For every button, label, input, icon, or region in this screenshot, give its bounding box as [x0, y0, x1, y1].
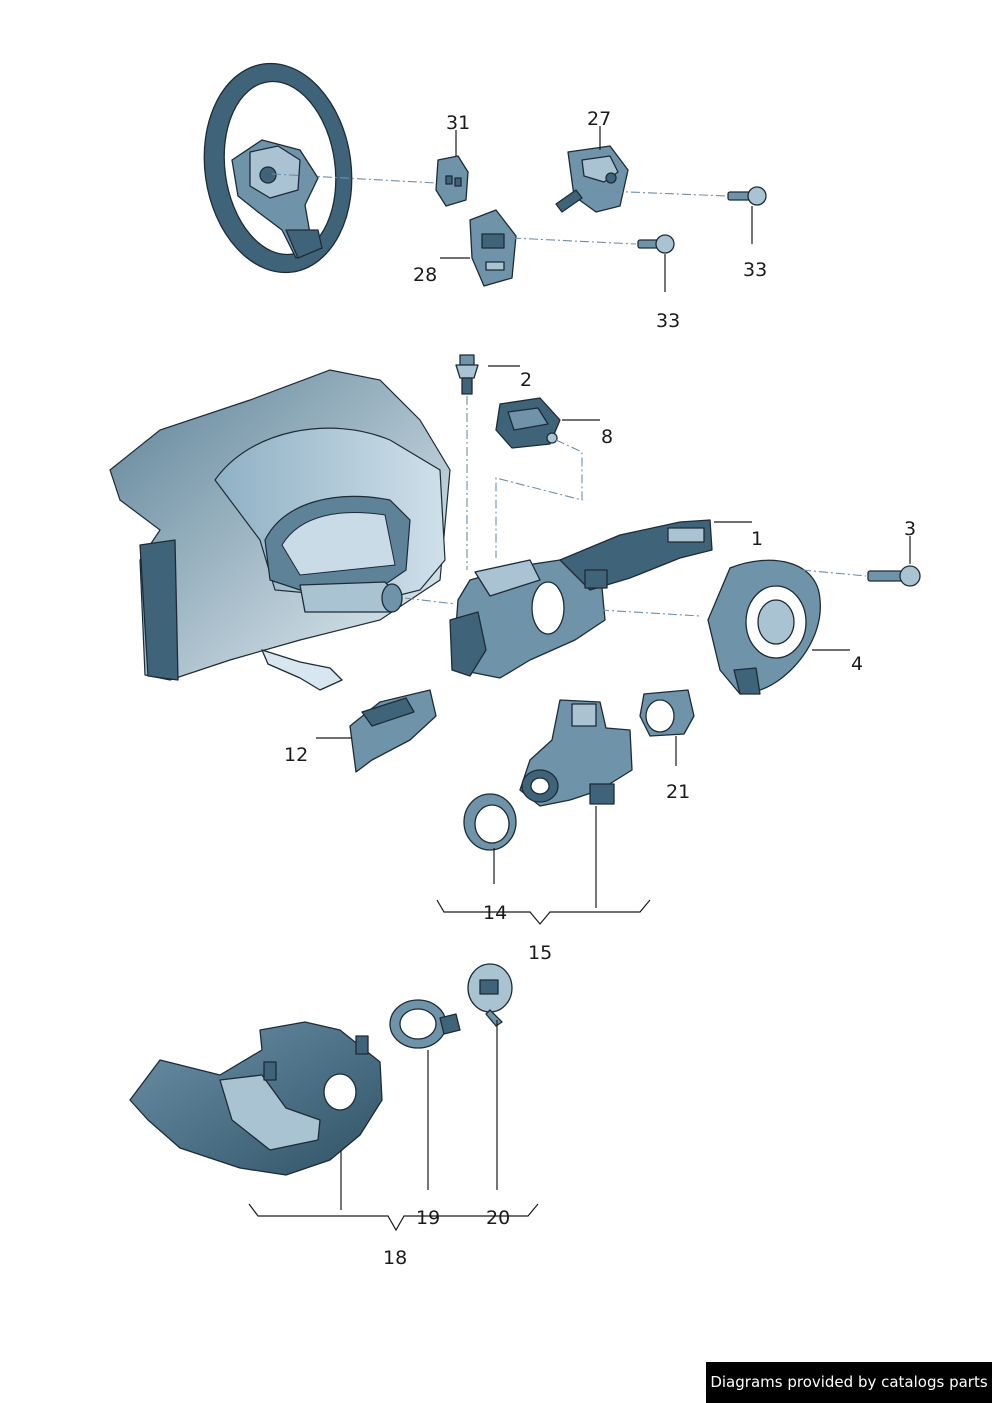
- callout-33-lower: 33: [656, 310, 680, 332]
- part-21-lock-barrel: [639, 689, 695, 737]
- part-18-column-shroud: [129, 1021, 383, 1176]
- screw-33-upper: [727, 186, 767, 206]
- callout-27: 27: [587, 108, 611, 130]
- part-12-bracket: [349, 689, 437, 773]
- callout-31: 31: [446, 112, 470, 134]
- dashboard-section: [109, 369, 451, 691]
- callout-3: 3: [904, 518, 916, 540]
- part-4-clock-spring: [707, 559, 821, 695]
- leader-lines: [248, 126, 911, 1232]
- callout-28: 28: [413, 264, 437, 286]
- part-1-combination-switch: [449, 519, 713, 679]
- callout-12: 12: [284, 744, 308, 766]
- part-20-grommet: [467, 963, 513, 1027]
- callout-1: 1: [751, 528, 763, 550]
- callout-14: 14: [483, 902, 507, 924]
- callout-18: 18: [383, 1247, 407, 1269]
- callout-4: 4: [851, 653, 863, 675]
- callout-8: 8: [601, 426, 613, 448]
- callout-21: 21: [666, 781, 690, 803]
- part-2-screw: [455, 354, 479, 395]
- part-8-connector: [495, 397, 561, 449]
- watermark-badge: Diagrams provided by catalogs parts: [706, 1362, 992, 1403]
- part-19-ring: [389, 999, 461, 1049]
- callout-20: 20: [486, 1207, 510, 1229]
- part-15-ignition-lock: [519, 699, 633, 807]
- steering-wheel: [203, 62, 353, 274]
- callout-labels: 31 27 28 33 33 2 8 1 3 4 12 21 14 15 19 …: [284, 108, 916, 1269]
- part-28-spoke-switch: [469, 209, 517, 287]
- callout-19: 19: [416, 1207, 440, 1229]
- screw-33-lower: [637, 234, 675, 254]
- part-27-spoke-switch: [555, 145, 629, 213]
- callout-33-upper: 33: [743, 259, 767, 281]
- part-3-screw: [867, 565, 921, 587]
- part-14-trim-ring: [463, 793, 517, 851]
- callout-2: 2: [520, 369, 532, 391]
- part-31-button-module: [435, 155, 469, 207]
- callout-15: 15: [528, 942, 552, 964]
